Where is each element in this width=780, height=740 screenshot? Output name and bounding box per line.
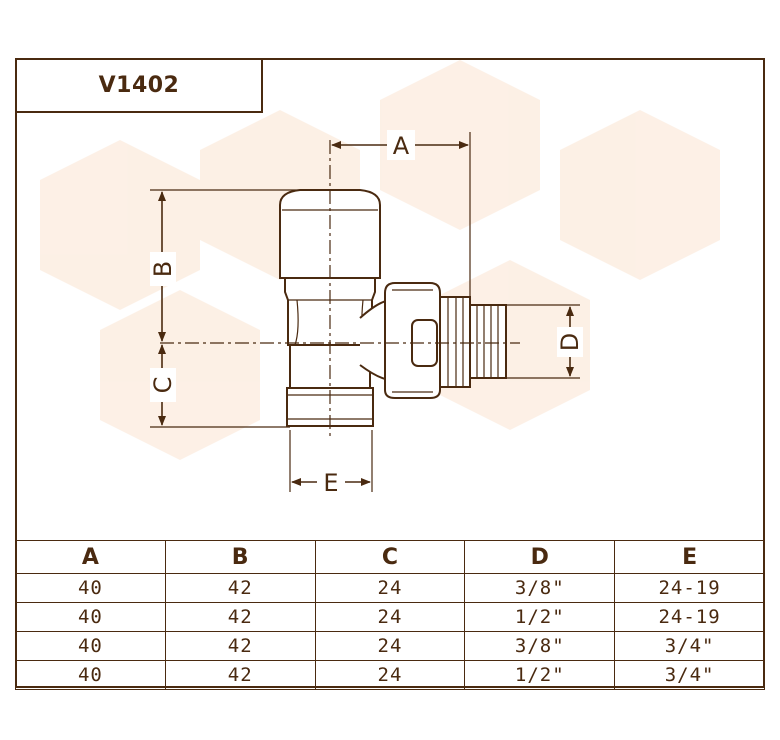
dim-a-label: A [393, 132, 410, 160]
header-b: B [164, 540, 316, 574]
header-a: A [15, 540, 166, 574]
dimensions-table: A B C D E 40 42 24 3/8" 24-19 40 42 24 1… [15, 540, 765, 690]
cell-b: 42 [164, 573, 316, 603]
cell-b: 42 [164, 631, 316, 661]
header-d: D [464, 540, 616, 574]
cell-a: 40 [15, 631, 166, 661]
cell-d: 1/2" [464, 660, 616, 690]
cell-a: 40 [15, 573, 166, 603]
table-row: 40 42 24 1/2" 24-19 [15, 602, 765, 632]
header-c: C [314, 540, 466, 574]
table-header-row: A B C D E [15, 540, 765, 574]
dim-b-label: B [149, 261, 177, 277]
dim-e-label: E [323, 469, 338, 497]
cell-e: 3/4" [614, 631, 765, 661]
model-title: V1402 [98, 73, 180, 98]
cell-c: 24 [314, 602, 466, 632]
cell-b: 42 [164, 660, 316, 690]
valve-drawing: A B C D E [149, 130, 584, 498]
cell-e: 24-19 [614, 602, 765, 632]
cell-b: 42 [164, 602, 316, 632]
cell-d: 1/2" [464, 602, 616, 632]
cell-c: 24 [314, 573, 466, 603]
table-row: 40 42 24 1/2" 3/4" [15, 660, 765, 690]
table-row: 40 42 24 3/8" 24-19 [15, 573, 765, 603]
cell-e: 3/4" [614, 660, 765, 690]
dim-d-label: D [556, 333, 584, 351]
cell-a: 40 [15, 660, 166, 690]
cell-e: 24-19 [614, 573, 765, 603]
header-e: E [614, 540, 765, 574]
cell-d: 3/8" [464, 631, 616, 661]
table-row: 40 42 24 3/8" 3/4" [15, 631, 765, 661]
tail-piece [439, 296, 471, 388]
dim-c-label: C [149, 377, 177, 394]
cell-c: 24 [314, 631, 466, 661]
cell-d: 3/8" [464, 573, 616, 603]
cell-c: 24 [314, 660, 466, 690]
thread-end [469, 304, 507, 379]
cell-a: 40 [15, 602, 166, 632]
title-box: V1402 [15, 58, 263, 113]
